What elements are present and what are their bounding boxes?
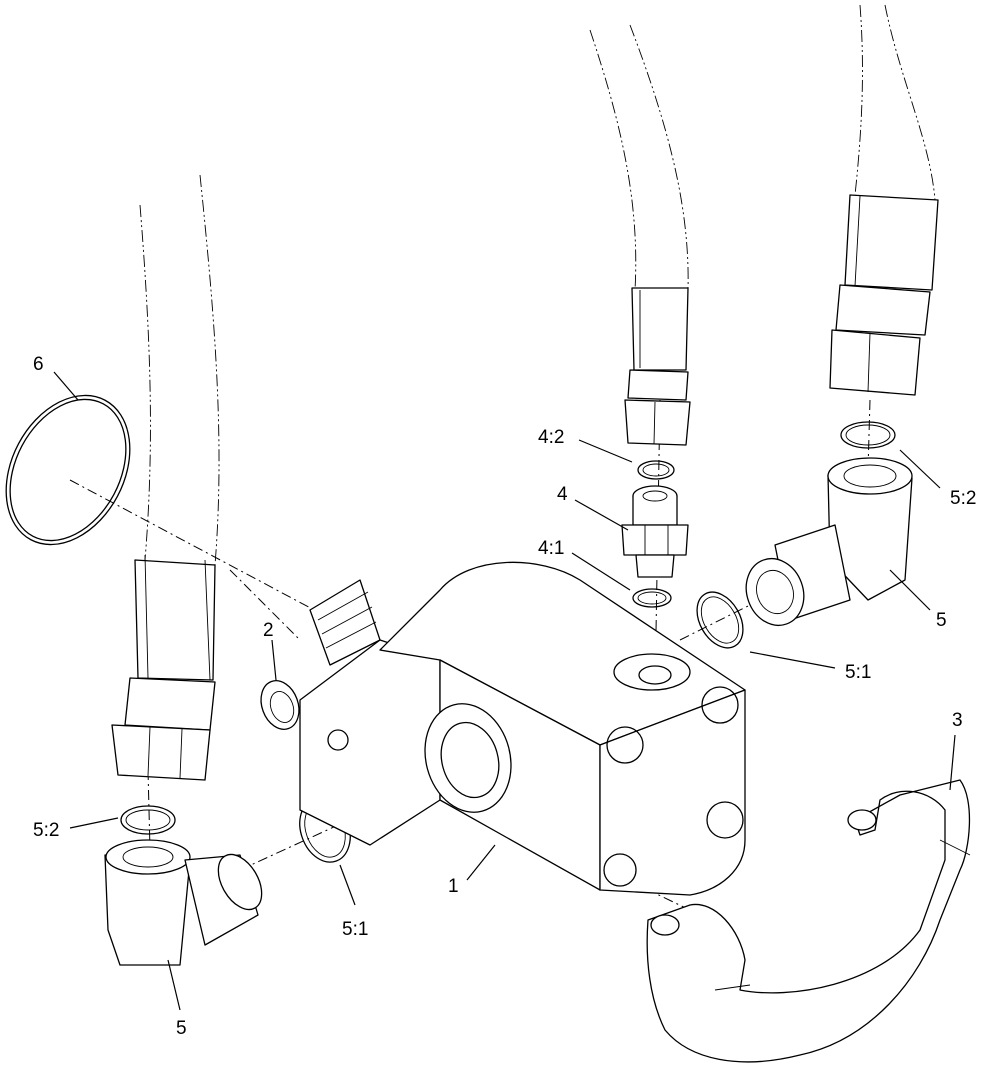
center-hose-fitting	[624, 287, 691, 446]
leader-lines	[53, 371, 956, 1011]
callout-4-1: 4:1	[538, 538, 564, 559]
callout-4-2: 4:2	[538, 427, 564, 448]
right-hose	[854, 4, 936, 201]
o-ring-4-1	[632, 588, 672, 608]
callout-2: 2	[263, 620, 274, 641]
callout-1: 1	[448, 876, 459, 897]
o-ring-4-2	[637, 460, 675, 480]
o-ring-5-2-right	[840, 421, 896, 449]
callout-5-2-right: 5:2	[950, 488, 976, 509]
callout-5-left: 5	[176, 1018, 187, 1039]
left-hose-fitting	[111, 554, 216, 781]
right-hose-fitting	[829, 194, 939, 396]
callout-5-1-left: 5:1	[342, 919, 368, 940]
handle-bracket	[646, 779, 971, 1063]
callout-5-2-left: 5:2	[33, 820, 59, 841]
callout-labels: 6 2 1 3 4 4:1 4:2 5 5 5:1 5:1 5:2 5:2	[33, 354, 976, 1039]
callout-3: 3	[952, 710, 963, 731]
adapter-fitting	[621, 485, 689, 578]
retaining-ring	[260, 680, 300, 730]
hydraulic-pump	[299, 561, 746, 896]
large-o-ring	[5, 394, 131, 546]
callout-5-right: 5	[936, 610, 947, 631]
callout-6: 6	[33, 354, 44, 375]
left-hose	[139, 174, 220, 566]
o-ring-5-2-left	[120, 805, 176, 835]
elbow-fitting-left	[104, 839, 263, 966]
center-hose	[589, 24, 689, 291]
callout-5-1-right: 5:1	[845, 662, 871, 683]
elbow-fitting-right	[745, 457, 913, 627]
callout-4: 4	[557, 484, 568, 505]
o-ring-5-1-right	[696, 591, 744, 649]
